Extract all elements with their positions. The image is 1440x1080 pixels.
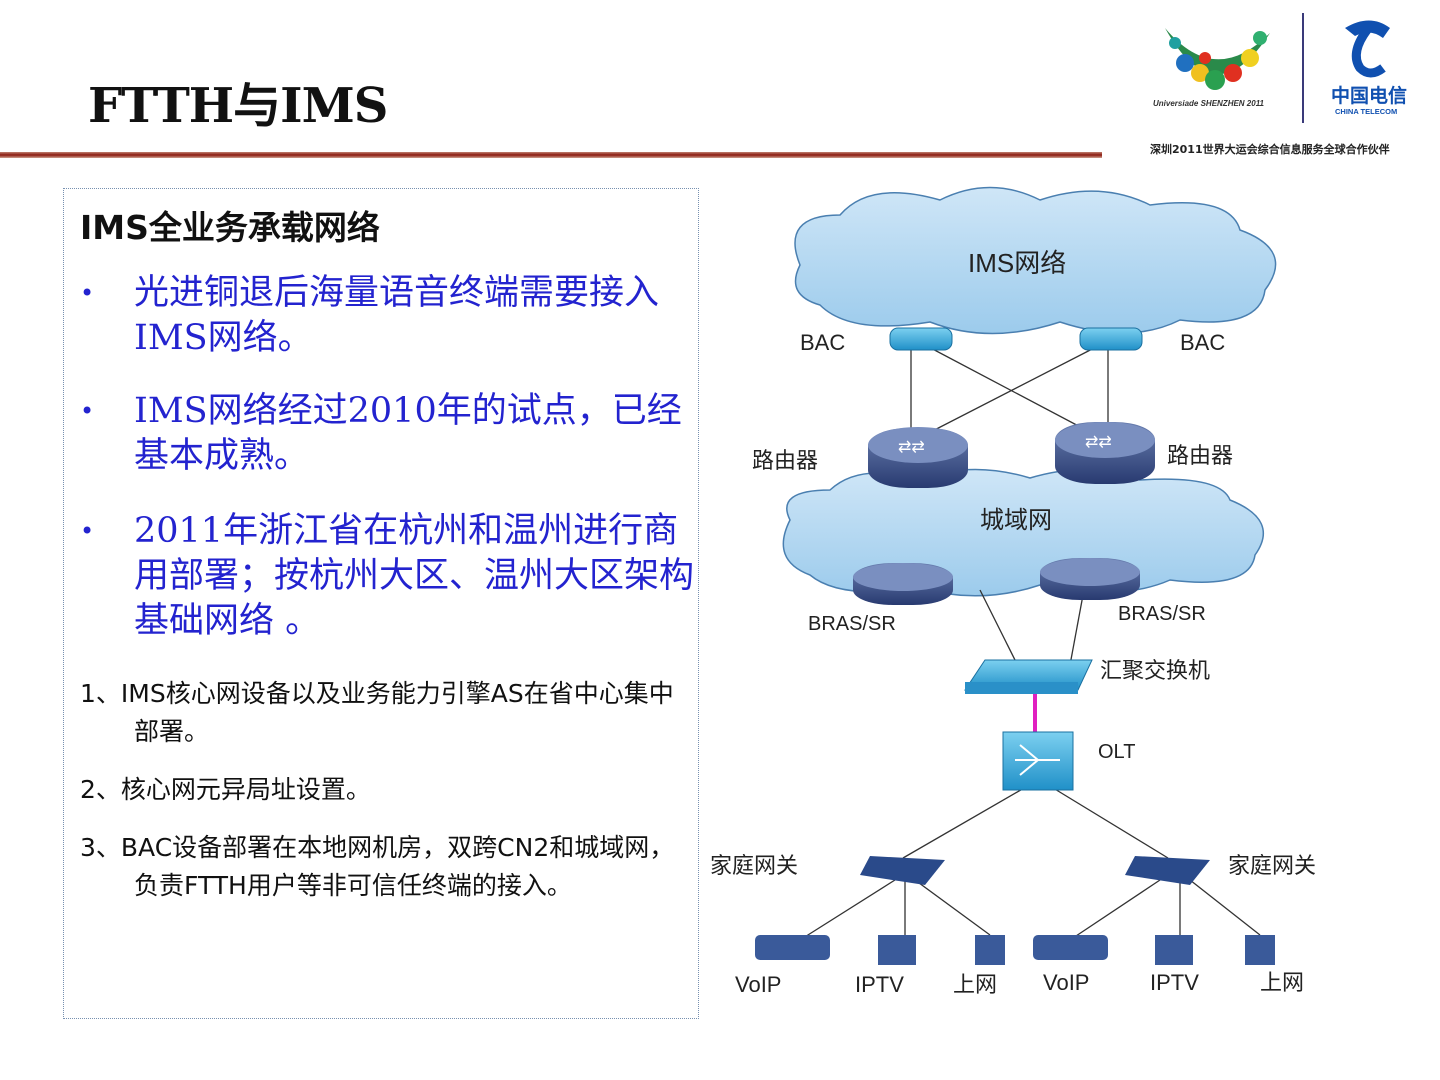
router-label: 路由器 — [752, 448, 818, 473]
gateway-label: 家庭网关 — [710, 853, 798, 878]
bras-router-icon — [1040, 558, 1140, 600]
svg-text:⇄⇄: ⇄⇄ — [898, 439, 925, 456]
bullet-item: •2011年浙江省在杭州和温州进行商用部署；按杭州大区、温州大区架构基础网络 。 — [80, 511, 695, 641]
bac-router-icon — [889, 327, 953, 351]
numbered-item: 2、核心网元异局址设置。 — [80, 775, 371, 804]
phone-icon — [1033, 935, 1108, 960]
bac-label: BAC — [800, 330, 845, 355]
links — [799, 344, 1261, 941]
bras-router-icon — [853, 563, 953, 605]
bac-label: BAC — [1180, 330, 1225, 355]
metro-cloud-label: 城域网 — [980, 507, 1052, 534]
terminal-icons — [755, 935, 1275, 965]
header-divider — [0, 152, 1102, 158]
laptop-icon — [1245, 935, 1275, 965]
bullet-item: •光进铜退后海量语音终端需要接入IMS网络。 — [80, 273, 660, 358]
terminal-label: VoIP — [1043, 970, 1089, 995]
terminal-label: IPTV — [1150, 970, 1199, 995]
svg-text:⇄⇄: ⇄⇄ — [1085, 434, 1112, 451]
tv-icon — [1155, 935, 1193, 965]
terminal-label: 上网 — [953, 972, 997, 997]
router-label: 路由器 — [1167, 443, 1233, 468]
terminal-label: VoIP — [735, 972, 781, 997]
terminal-label: IPTV — [855, 972, 904, 997]
olt-icon — [1002, 731, 1074, 791]
gateway-icon — [1125, 856, 1210, 885]
switch-icon — [964, 659, 1093, 694]
gateway-label: 家庭网关 — [1228, 853, 1316, 878]
china-telecom-logo-icon — [1345, 20, 1390, 78]
bras-label: BRAS/SR — [1118, 603, 1206, 625]
switch-label: 汇聚交换机 — [1100, 658, 1210, 683]
page-title: FTTH与IMS — [88, 78, 388, 134]
content-box: IMS全业务承载网络 •光进铜退后海量语音终端需要接入IMS网络。 •IMS网络… — [63, 188, 699, 1019]
universiade-logo-icon — [1165, 28, 1270, 90]
numbered-item: 3、BAC设备部署在本地网机房，双跨CN2和城域网，负责FTTH用户等非可信任终… — [80, 833, 675, 900]
bullet-item: •IMS网络经过2010年的试点，已经基本成熟。 — [80, 391, 682, 476]
router-icon: ⇄⇄ — [1055, 422, 1155, 484]
ims-cloud — [794, 186, 1277, 335]
svg-text:中国电信: 中国电信 — [1331, 84, 1407, 107]
svg-text:CHINA TELECOM: CHINA TELECOM — [1335, 107, 1397, 116]
universiade-china-telecom-logo: Universiade SHENZHEN 2011 中国电信 CHINA TEL… — [1153, 13, 1407, 123]
svg-text:Universiade SHENZHEN 2011: Universiade SHENZHEN 2011 — [1153, 99, 1265, 108]
router-icon: ⇄⇄ — [868, 427, 968, 488]
gateway-icon — [860, 856, 945, 885]
content-heading: IMS全业务承载网络 — [80, 208, 380, 247]
bras-label: BRAS/SR — [808, 613, 896, 635]
tv-icon — [878, 935, 916, 965]
partner-slogan: 深圳2011世界大运会综合信息服务全球合作伙伴 — [1150, 143, 1390, 156]
ims-cloud-label: IMS网络 — [968, 248, 1066, 278]
phone-icon — [755, 935, 830, 960]
terminal-label: 上网 — [1260, 970, 1304, 995]
bac-router-icon — [1079, 327, 1143, 351]
olt-label: OLT — [1098, 741, 1135, 763]
laptop-icon — [975, 935, 1005, 965]
numbered-item: 1、IMS核心网设备以及业务能力引擎AS在省中心集中部署。 — [80, 679, 674, 746]
